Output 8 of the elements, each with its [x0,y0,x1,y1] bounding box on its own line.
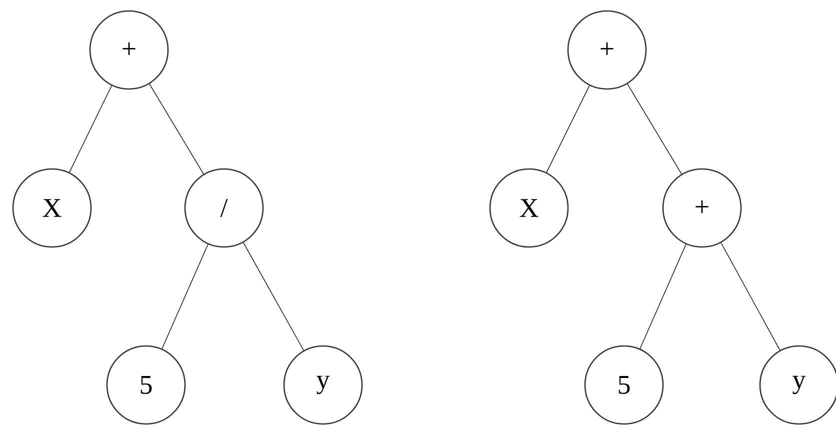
tree-edge [243,242,304,351]
tree-edge [546,85,590,173]
tree-edge [720,242,780,351]
tree-edge [640,244,686,350]
tree-edge [162,244,208,350]
tree-edge [627,84,682,174]
tree-edge [149,84,204,174]
tree-edge [69,85,112,173]
